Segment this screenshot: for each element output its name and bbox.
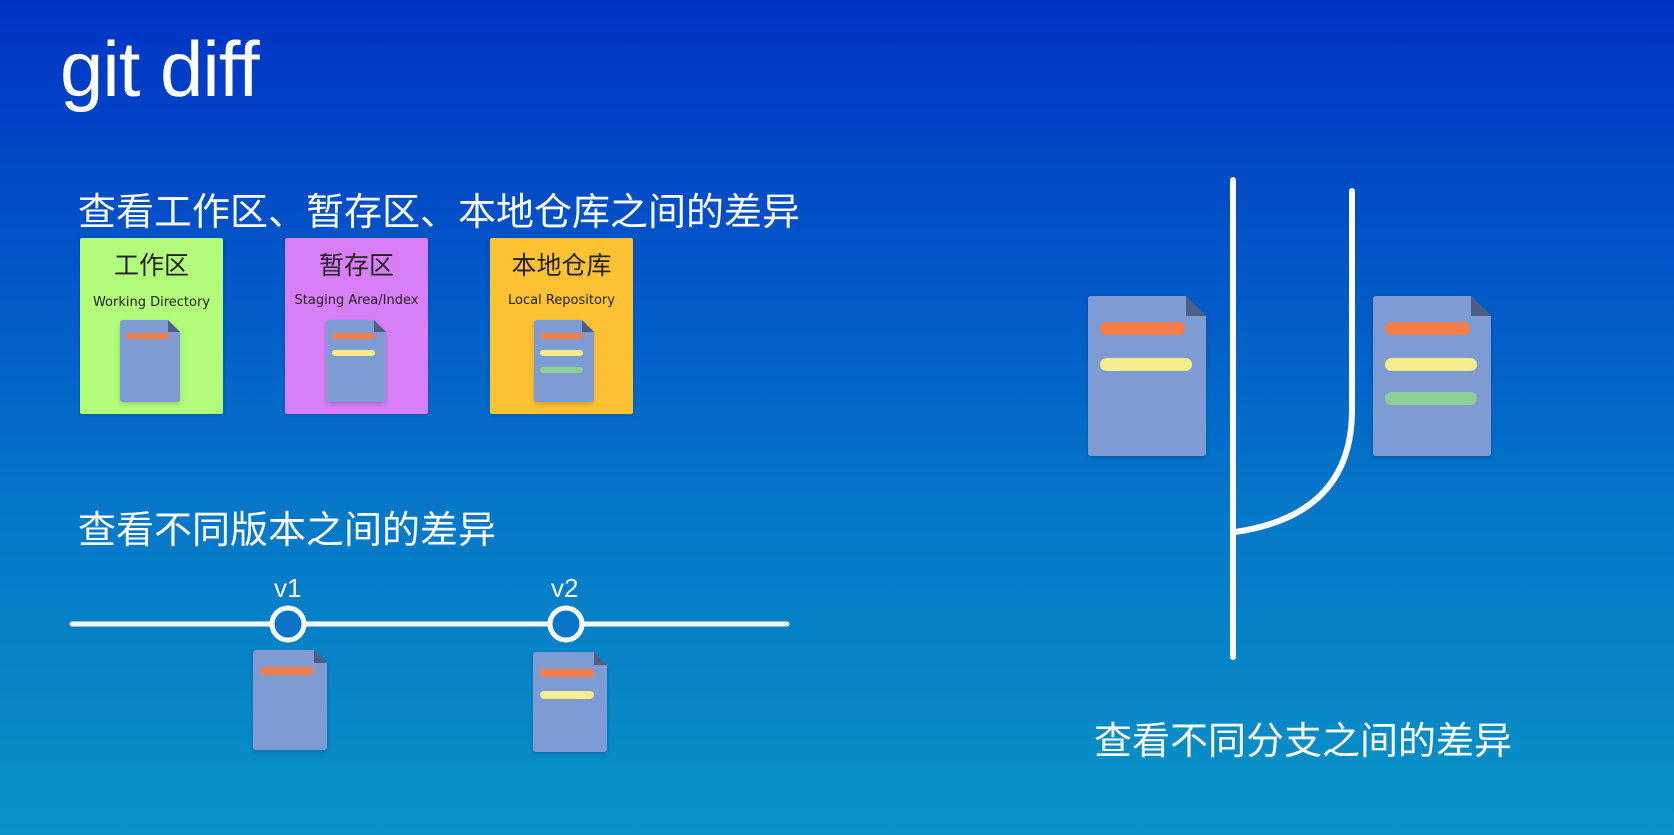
file-icon xyxy=(120,320,180,402)
feature-branch-line xyxy=(1232,188,1355,535)
card-title: 工作区 xyxy=(113,251,189,280)
file-icon xyxy=(1088,296,1206,456)
card-title: 暂存区 xyxy=(318,251,394,280)
card-subtitle: Local Repository xyxy=(508,293,615,308)
file-icon xyxy=(253,650,327,750)
card-title: 本地仓库 xyxy=(511,251,612,280)
file-icon xyxy=(326,320,386,402)
staging-area-card: 暂存区 Staging Area/Index xyxy=(285,238,428,414)
file-icon xyxy=(533,652,607,752)
version-label-v1: v1 xyxy=(274,573,302,603)
file-icon xyxy=(534,320,594,402)
branch-diff-caption: 查看不同分支之间的差异 xyxy=(1094,719,1513,763)
slide-title: git diff xyxy=(60,25,260,113)
workspace-diff-heading: 查看工作区、暂存区、本地仓库之间的差异 xyxy=(78,190,801,234)
working-directory-card: 工作区 Working Directory xyxy=(80,238,223,414)
local-repository-card: 本地仓库 Local Repository xyxy=(490,238,633,414)
version-label-v2: v2 xyxy=(551,573,579,603)
file-icon xyxy=(1373,296,1491,456)
version-node-v1 xyxy=(269,605,307,643)
card-subtitle: Staging Area/Index xyxy=(294,293,419,308)
card-subtitle: Working Directory xyxy=(92,295,211,310)
version-node-v2 xyxy=(547,605,585,643)
version-diff-heading: 查看不同版本之间的差异 xyxy=(78,508,497,552)
